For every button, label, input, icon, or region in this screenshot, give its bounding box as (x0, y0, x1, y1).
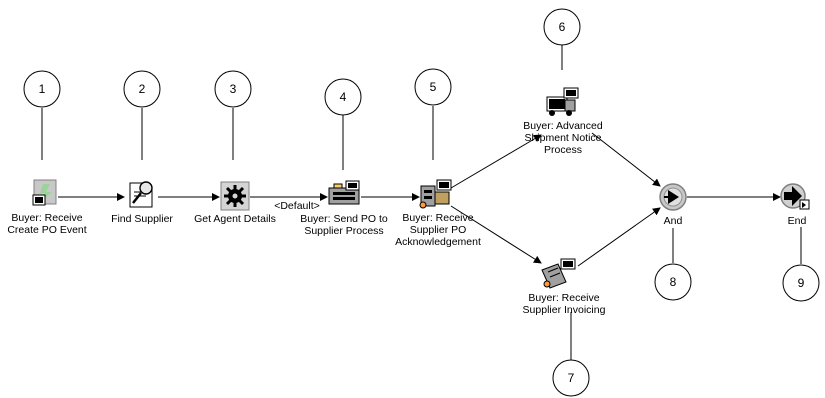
svg-text:6: 6 (559, 20, 566, 34)
edges (58, 132, 781, 267)
node-label-send-po: Buyer: Send PO to Supplier Process (300, 213, 388, 237)
callout-stems (41, 45, 802, 360)
svg-text:2: 2 (139, 82, 146, 96)
callout-2: 2 (123, 70, 161, 108)
receive-acknowledgement-icon (419, 179, 452, 209)
edge-5-7 (450, 205, 542, 264)
invoicing-icon (541, 258, 576, 289)
node-label-and: And (663, 215, 683, 227)
node-label-receive-ack: Buyer: Receive Supplier PO Acknowledgeme… (395, 212, 481, 248)
svg-text:1: 1 (39, 82, 46, 96)
send-po-process-icon (328, 180, 360, 205)
callout-9: 9 (782, 264, 820, 302)
svg-text:3: 3 (230, 82, 237, 96)
callout-1: 1 (23, 70, 61, 108)
callouts: 1 2 3 4 5 6 7 8 9 (23, 8, 820, 397)
callout-5: 5 (414, 68, 452, 106)
edge-6-8 (591, 132, 661, 187)
node-label-advanced-shipment: Buyer: Advanced Shipment Notice Process (523, 120, 603, 156)
svg-text:8: 8 (670, 275, 677, 289)
callout-4: 4 (324, 78, 362, 116)
callout-6: 6 (543, 8, 581, 46)
callout-8: 8 (654, 263, 692, 301)
callout-7: 7 (552, 359, 590, 397)
shipment-truck-icon (546, 87, 579, 116)
edge-7-8 (577, 207, 661, 267)
edge-5-6 (450, 134, 542, 189)
svg-text:4: 4 (340, 90, 347, 104)
gear-icon (220, 181, 250, 211)
node-label-receive-create-po: Buyer: Receive Create PO Event (7, 212, 87, 236)
node-label-find-supplier: Find Supplier (111, 213, 173, 225)
receive-event-icon (32, 179, 57, 206)
callout-3: 3 (214, 70, 252, 108)
node-label-end: End (787, 215, 807, 227)
svg-text:7: 7 (568, 371, 575, 385)
edge-label-default: <Default> (274, 200, 320, 212)
end-icon (780, 183, 810, 210)
find-supplier-icon (129, 181, 153, 208)
svg-text:5: 5 (430, 80, 437, 94)
node-label-get-agent-details: Get Agent Details (194, 213, 276, 225)
node-label-receive-invoicing: Buyer: Receive Supplier Invoicing (522, 292, 606, 316)
and-join-icon (659, 183, 687, 211)
svg-text:9: 9 (798, 276, 805, 290)
